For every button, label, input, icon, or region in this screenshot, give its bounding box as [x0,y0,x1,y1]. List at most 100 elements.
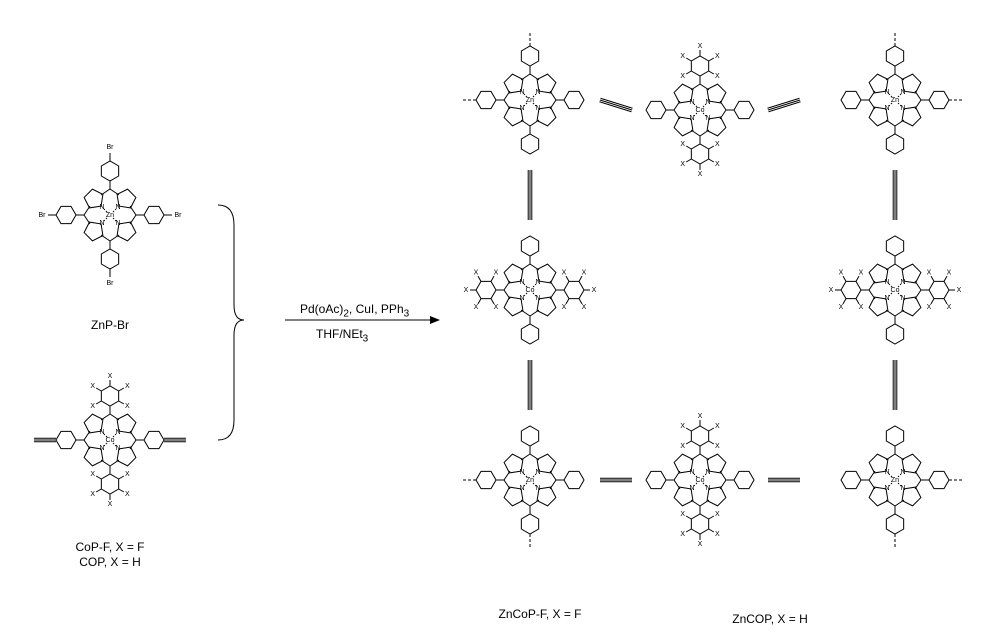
x-substituent: X [839,270,844,277]
meso-bond [868,470,876,481]
phenyl-ring [520,235,540,257]
meso-bond [109,188,120,196]
c-x-bond [95,475,102,480]
x-substituent: X [680,511,685,518]
c-x-bond [685,145,692,150]
phenyl-ring [928,90,950,110]
cobalt-atom: Co [526,287,535,294]
pyrrole-ring [116,188,137,209]
phenyl-ring [100,248,120,270]
x-substituent: X [698,171,703,178]
c-x-bond [855,275,860,282]
meso-bond [885,73,896,81]
pyrrole-ring [673,486,694,507]
bromine-atom: Br [107,280,115,287]
phenyl-ring [885,235,905,257]
meso-bond [529,309,540,317]
meso-bond [868,479,876,490]
c-x-bond [118,488,125,493]
phenyl-ring [475,280,497,300]
c-x-bond [118,387,125,392]
pyrrole-ring [116,413,137,434]
meso-bond [690,499,701,507]
x-substituent: X [125,471,130,478]
coordination-bond [532,292,537,297]
phenyl-ring [690,513,710,535]
coordination-bond [693,103,698,108]
phenyl-ring [475,90,497,110]
nitrogen-atom: N [900,89,905,96]
meso-bond [520,499,531,507]
phenyl-ring [733,100,755,120]
nitrogen-atom: N [535,89,540,96]
coordination-bond [532,482,537,487]
meso-bond [529,73,540,81]
nitrogen-atom: N [705,469,710,476]
x-substituent: X [698,43,703,50]
nitrogen-atom: N [884,279,889,286]
coordination-bond [523,283,528,288]
phenyl-ring [840,280,862,300]
x-substituent: X [125,383,130,390]
meso-bond [520,73,531,81]
pyrrole-ring [868,263,889,284]
x-substituent: X [680,443,685,450]
meso-bond [699,129,710,137]
meso-bond [690,129,701,137]
meso-bond [503,289,511,300]
x-substituent: X [90,403,95,410]
nitrogen-atom: N [689,469,694,476]
c-x-bond [118,475,125,480]
zinc-atom: Zn [106,212,114,219]
bromine-atom: Br [39,212,47,219]
nitrogen-atom: N [535,105,540,112]
nitrogen-atom: N [689,99,694,106]
c-x-bond [477,275,482,282]
meso-bond [529,263,540,271]
meso-bond [109,459,120,467]
pyrrole-ring [868,73,889,94]
zinc-atom: Zn [891,477,899,484]
c-x-bond [685,528,692,533]
meso-bond [503,90,511,101]
coordination-bond [112,208,117,213]
coordination-bond [103,208,108,213]
x-substituent: X [715,141,720,148]
zinc-atom: Zn [526,97,534,104]
bromine-atom: Br [107,144,115,151]
nitrogen-atom: N [689,485,694,492]
meso-bond [503,470,511,481]
meso-bond [868,99,876,110]
c-x-bond [943,298,948,305]
pyrrole-ring [901,486,922,507]
coordination-bond [702,112,707,117]
meso-bond [673,109,681,120]
coordination-bond [888,93,893,98]
pyrrole-ring [503,106,524,127]
x-substituent: X [474,304,479,311]
coordination-bond [702,482,707,487]
phenyl-ring [690,55,710,77]
coordination-bond [693,473,698,478]
c-x-bond [685,158,692,163]
meso-bond [549,479,557,490]
nitrogen-atom: N [535,485,540,492]
x-substituent: X [715,531,720,538]
pyrrole-ring [901,453,922,474]
c-x-bond [708,57,715,62]
meso-bond [885,499,896,507]
x-substituent: X [474,270,479,277]
phenyl-ring [520,45,540,67]
meso-bond [520,453,531,461]
pyrrole-ring [901,106,922,127]
meso-bond [83,430,91,441]
c-x-bond [578,298,583,305]
meso-bond [109,413,120,421]
coordination-bond [112,442,117,447]
nitrogen-atom: N [900,485,905,492]
meso-bond [83,205,91,216]
coordination-bond [897,93,902,98]
meso-bond [129,430,137,441]
cobalt-atom: Co [106,437,115,444]
